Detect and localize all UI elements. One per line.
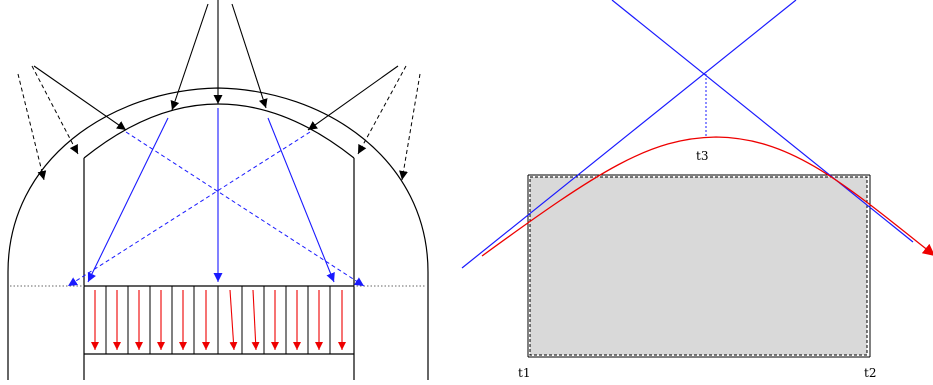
- incoming-dashed-arrows: [17, 65, 421, 181]
- incoming-solid-arrows: [33, 0, 399, 131]
- label-t2: t2: [864, 366, 876, 380]
- label-t1: t1: [518, 366, 530, 380]
- blue-line-rising: [461, 0, 797, 269]
- detector-grid: [84, 285, 354, 355]
- right-diagram: t3 t1 t2: [461, 0, 933, 380]
- detector-red-arrows: [91, 289, 346, 351]
- blue-line-falling: [611, 0, 914, 243]
- blue-solid-rays: [87, 108, 335, 283]
- red-trajectory: [481, 136, 933, 257]
- blue-dashed-rays: [67, 131, 365, 287]
- label-t3: t3: [696, 149, 708, 163]
- lens-arc: [83, 103, 355, 159]
- left-diagram: [7, 0, 429, 380]
- target-region: [529, 176, 868, 356]
